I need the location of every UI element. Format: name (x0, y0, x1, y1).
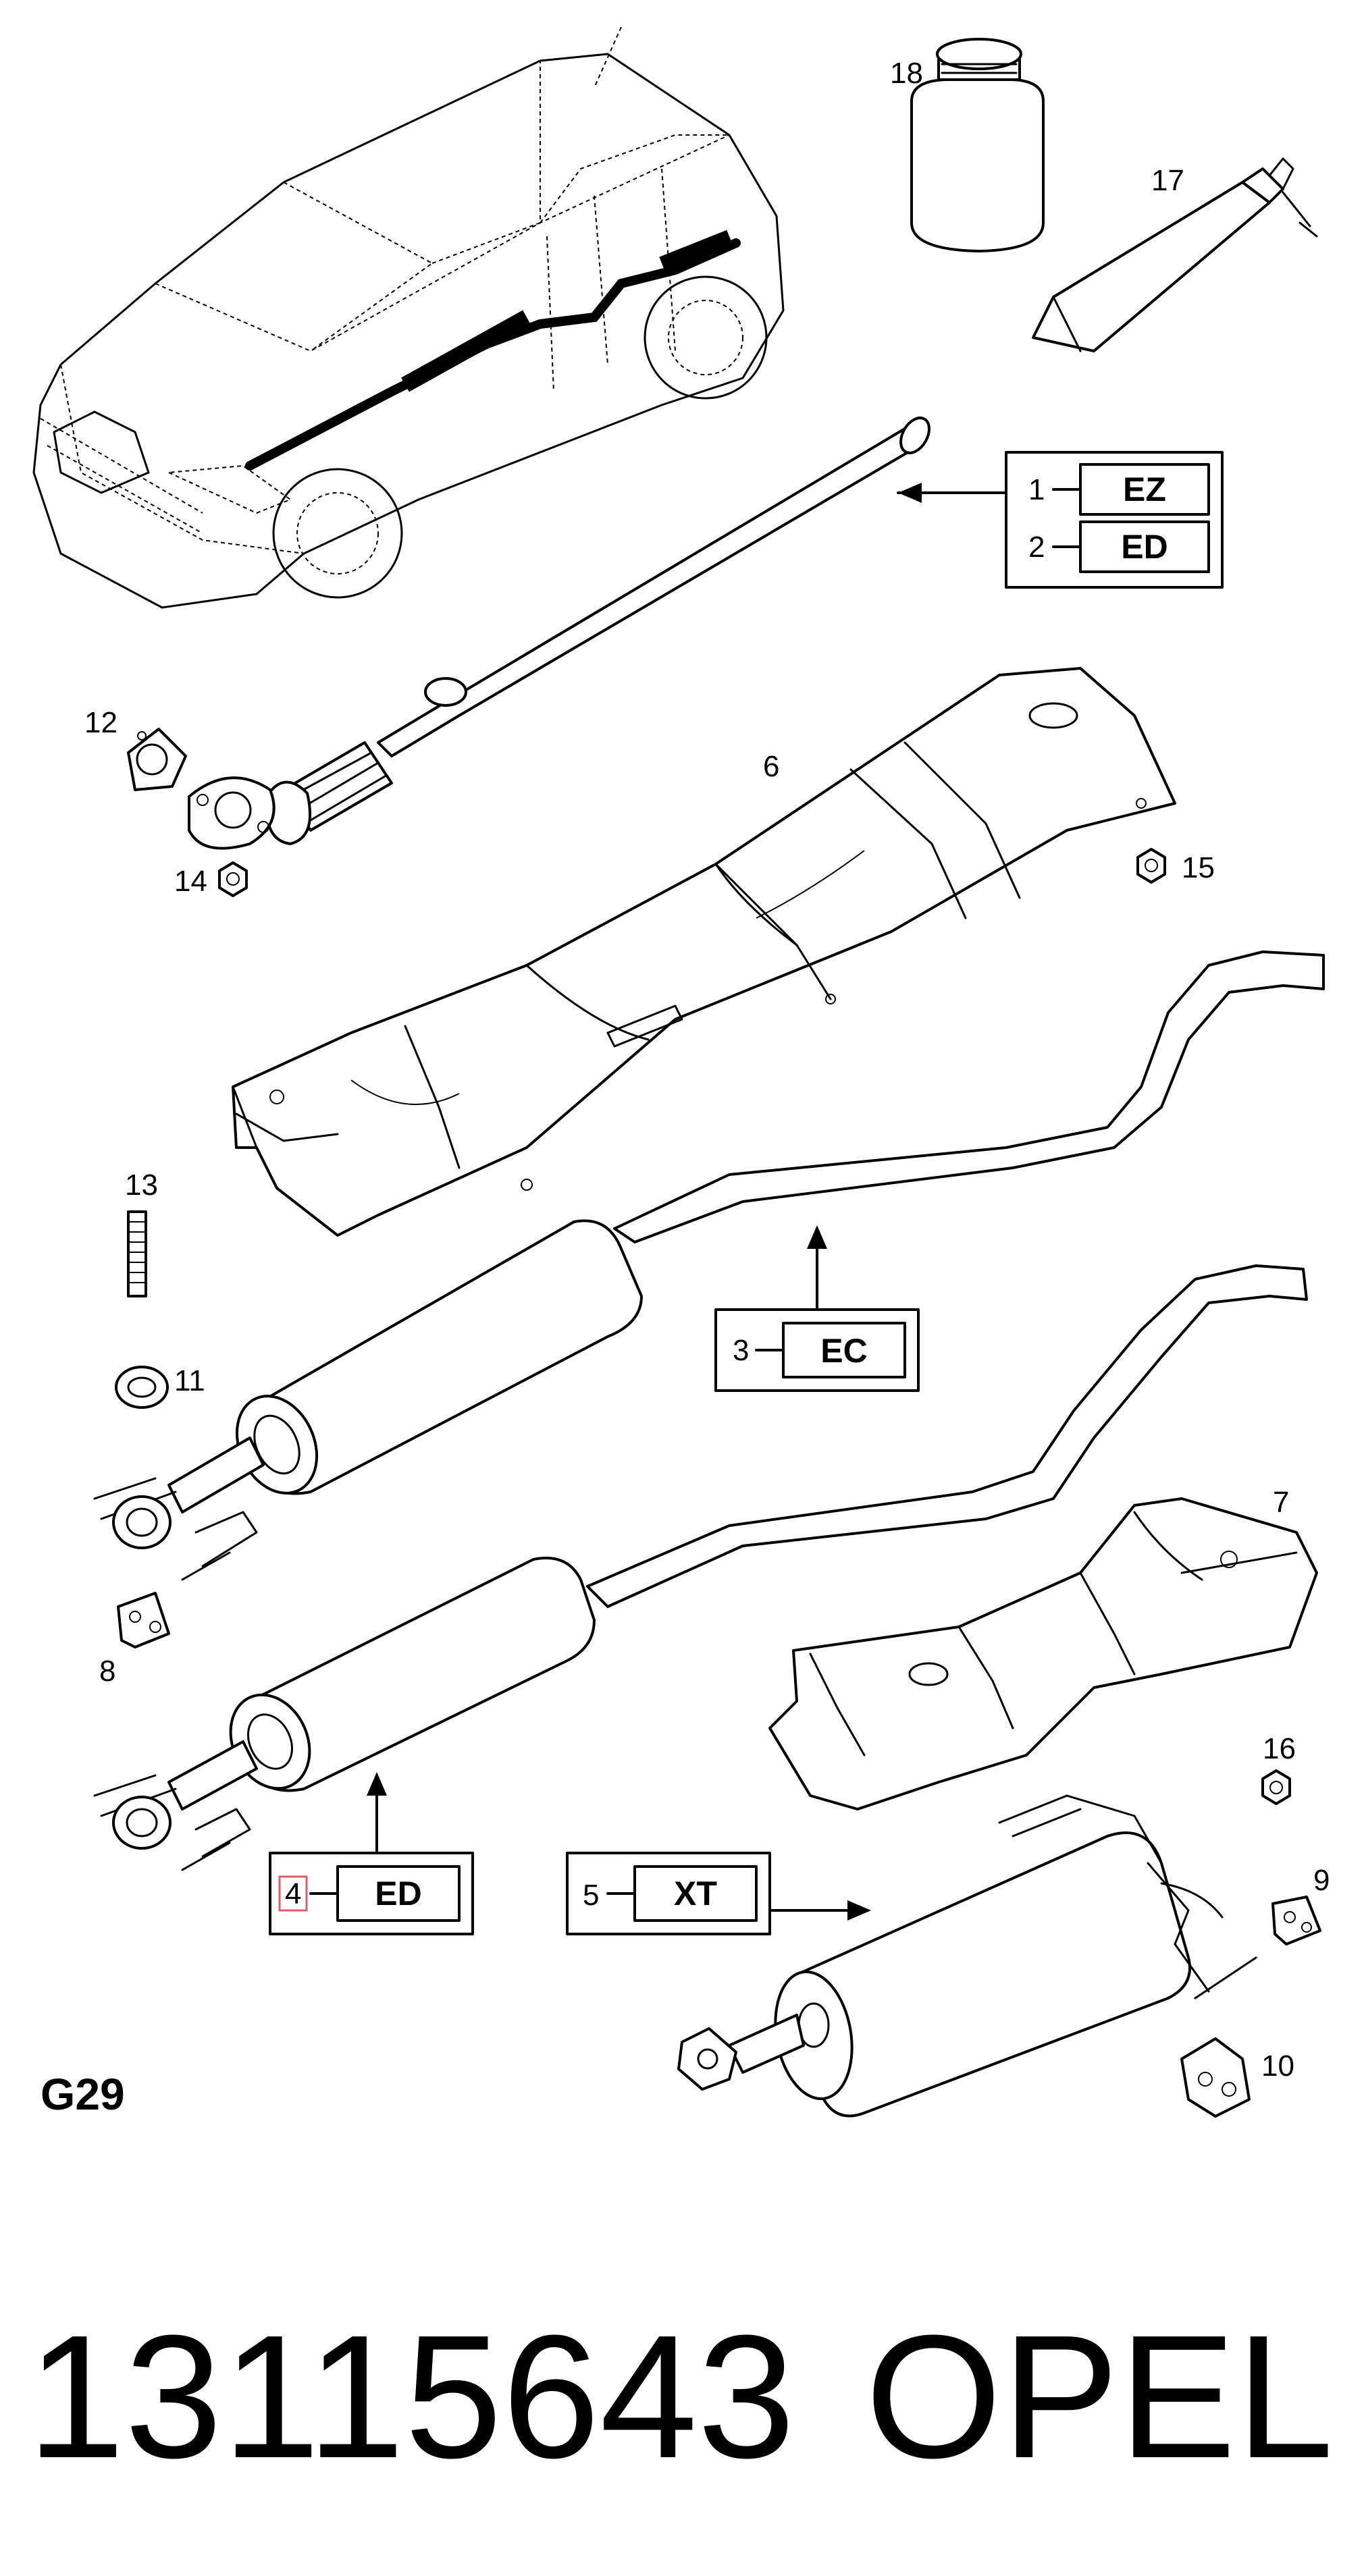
callout-10: 10 (1261, 2049, 1294, 2083)
code-box-ed-mid (269, 1772, 474, 1935)
section-label: G29 (41, 2069, 125, 2119)
callout-9: 9 (1313, 1864, 1330, 1897)
item-18-sealant-bottle (910, 38, 1045, 252)
callout-6: 6 (763, 750, 779, 783)
item-9-rubber-mount (1271, 1896, 1321, 1946)
item-12-gasket (127, 728, 187, 791)
callout-1: 1 (1028, 473, 1045, 506)
callout-17: 17 (1151, 164, 1184, 197)
callout-8: 8 (99, 1655, 115, 1688)
callout-16: 16 (1263, 1732, 1296, 1765)
item-16-nut (1261, 1769, 1291, 1805)
callout-12: 12 (84, 706, 117, 739)
front-pipe-with-catalyst (188, 417, 930, 850)
item-13-stud (127, 1210, 147, 1297)
item-17-paste-tube (1032, 157, 1318, 352)
rear-silencer-xt (677, 1794, 1257, 2118)
code-box-xt (566, 1852, 871, 1935)
callout-18: 18 (890, 57, 923, 90)
part-number: 13115643 (27, 2299, 795, 2495)
callout-13: 13 (125, 1169, 158, 1202)
callout-3: 3 (733, 1334, 749, 1367)
item-7-rear-heat-shield (768, 1497, 1318, 1810)
middle-silencer-ed (93, 1264, 1308, 1871)
code-box-ec (714, 1225, 920, 1392)
code-ez: EZ (1123, 471, 1166, 508)
code-box-ez-ed (897, 451, 1224, 589)
item-15-nut (1136, 848, 1166, 884)
center-silencer-ec (93, 950, 1325, 1581)
callout-4: 4 (285, 1877, 301, 1910)
code-ec: EC (820, 1332, 867, 1370)
callout-14: 14 (174, 865, 207, 898)
code-ed-front: ED (1121, 528, 1168, 566)
callout-15: 15 (1182, 851, 1215, 884)
item-10-rubber-mount (1180, 2037, 1251, 2118)
item-11-clamp (115, 1366, 169, 1409)
item-8-rubber-mount (117, 1592, 170, 1648)
brand-name: OPEL (865, 2299, 1334, 2495)
item-6-heat-shield (232, 667, 1176, 1237)
callout-11: 11 (174, 1364, 205, 1397)
code-xt: XT (674, 1875, 717, 1912)
callout-7: 7 (1273, 1486, 1289, 1519)
car-illustration (32, 26, 785, 609)
item-14-nut (218, 861, 248, 897)
callout-2: 2 (1028, 531, 1045, 564)
callout-5: 5 (583, 1879, 599, 1912)
code-ed-mid: ED (375, 1875, 421, 1912)
